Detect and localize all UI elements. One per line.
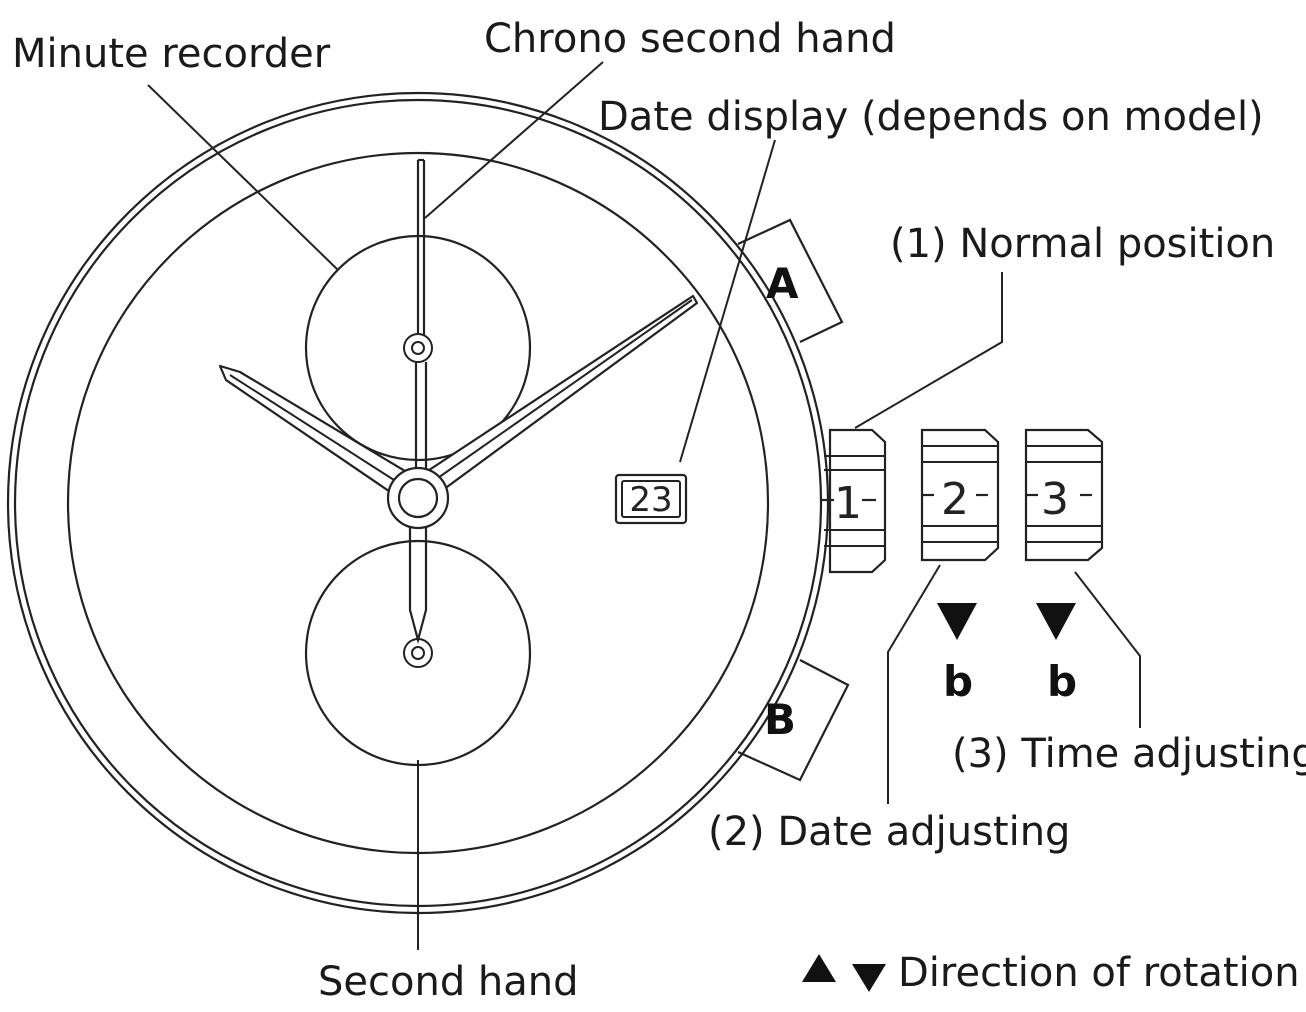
leader-lines [147, 61, 1141, 950]
rotation-mark-2: b [943, 657, 973, 706]
label-chrono-second-hand: Chrono second hand [484, 16, 896, 62]
date-value: 23 [629, 480, 672, 520]
crown-number-3: 3 [1041, 474, 1069, 525]
crown-number-1: 1 [834, 478, 862, 529]
pusher-a-label: A [766, 259, 799, 308]
label-minute-recorder: Minute recorder [12, 31, 331, 77]
pusher-a: A [737, 218, 844, 343]
crown-position-2: 2 [920, 428, 1000, 562]
pusher-b-label: B [764, 695, 796, 744]
down-triangle-icon [937, 603, 977, 640]
up-triangle-icon [802, 954, 836, 982]
crown-number-2: 2 [941, 474, 969, 525]
rotation-indicator-3: b [1036, 603, 1077, 706]
second-subdial [304, 539, 532, 767]
legend-direction-of-rotation: Direction of rotation [898, 950, 1300, 996]
label-normal-position: (1) Normal position [890, 221, 1275, 267]
pusher-b: B [737, 659, 850, 782]
label-date-display: Date display (depends on model) [598, 94, 1264, 140]
label-time-adjusting: (3) Time adjusting [952, 731, 1306, 777]
rotation-indicator-2: b [937, 603, 977, 706]
date-window: 23 [614, 473, 688, 525]
down-triangle-icon [852, 964, 886, 992]
rotation-mark-3: b [1047, 657, 1077, 706]
label-date-adjusting: (2) Date adjusting [708, 809, 1070, 855]
crown-position-1: 1 [820, 428, 887, 574]
rotation-legend: Direction of rotation [802, 950, 1300, 996]
center-pinion [386, 466, 450, 530]
down-triangle-icon [1036, 603, 1076, 640]
label-second-hand: Second hand [318, 959, 579, 1005]
crown-position-3: 3 [1024, 428, 1104, 562]
chrono-second-hand [408, 158, 428, 645]
